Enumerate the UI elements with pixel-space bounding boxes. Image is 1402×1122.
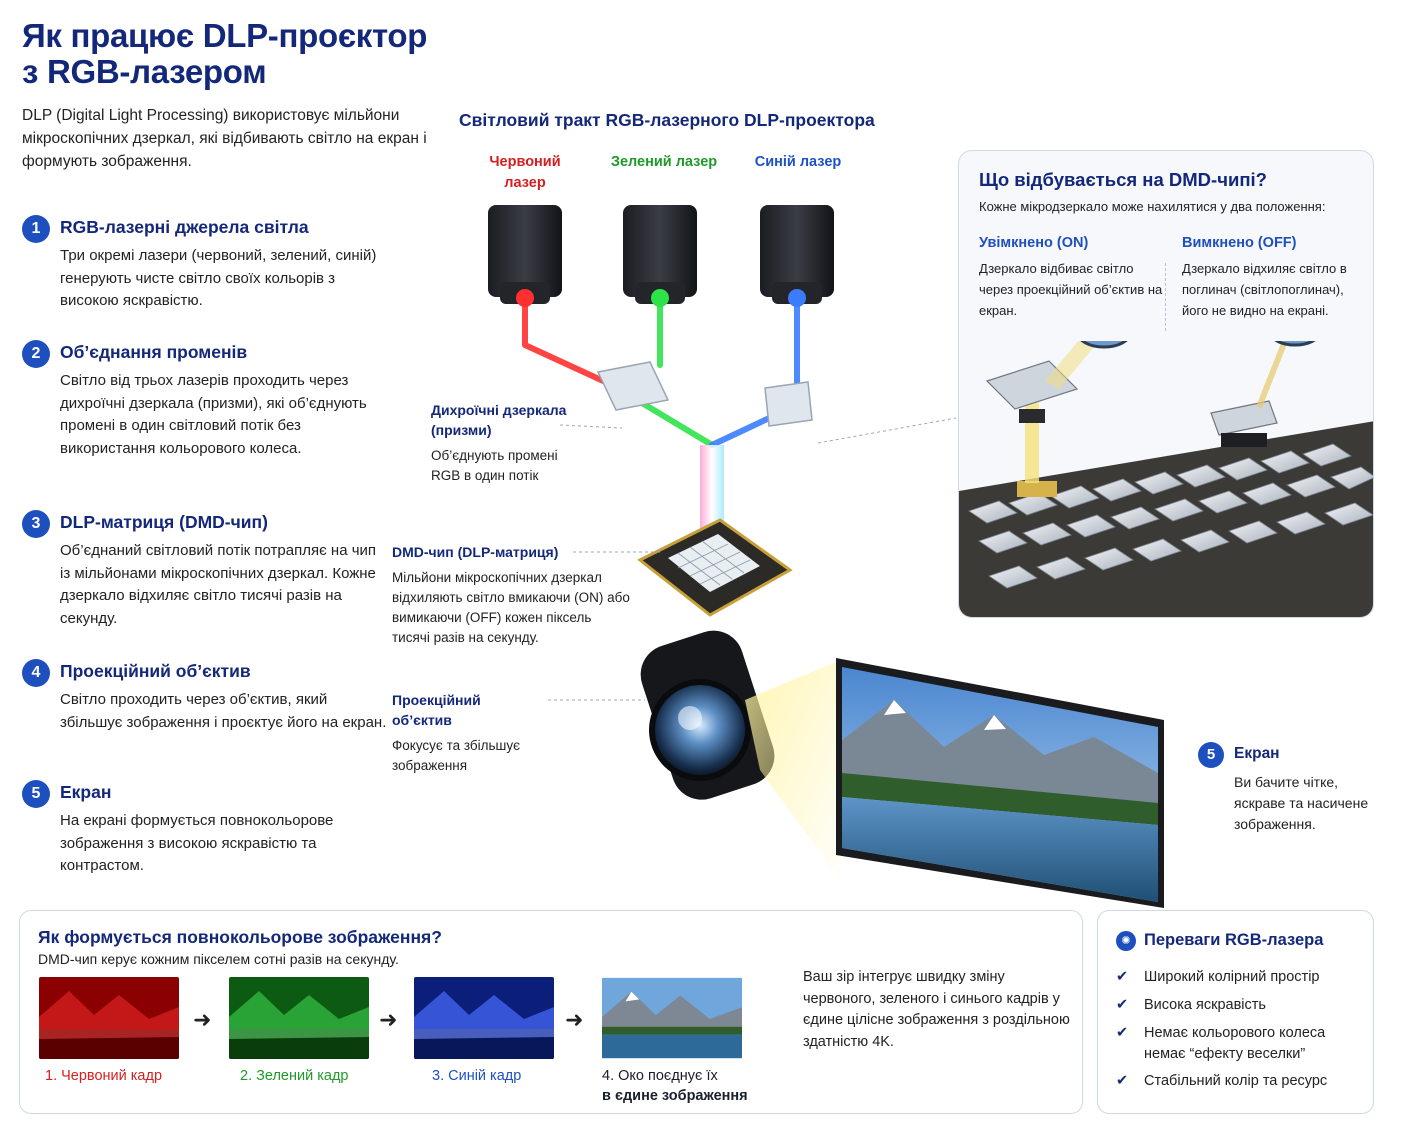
projected-light-cone [745,660,840,880]
step-body: На екрані формується повнокольорове зобр… [60,812,334,874]
callout-title: DMD-чип (DLP-матриця) [392,544,559,560]
advantage-text: Стабільний колір та ресурс [1144,1073,1328,1089]
arrow-right-icon: ➜ [565,1007,584,1032]
step-body: Світло проходить через об’єктив, який зб… [60,691,387,731]
callout-title: Дихроїчні дзеркала (призми) [431,402,567,438]
projection-screen [836,658,1164,908]
advantages-panel: ✺ Переваги RGB-лазера ✔ Широкий колірний п… [1097,910,1374,1114]
laser-label-blue: Синій лазер [754,154,842,170]
intro-text: DLP (Digital Light Processing) використо… [22,107,427,170]
callout-title: Екран [1234,745,1280,762]
title-line-2: з RGB-лазером [22,53,267,90]
checkmark-icon: ✔ [1116,1025,1129,1041]
advantage-text: Немає кольорового колеса немає “ефекту в… [1144,1025,1326,1062]
advantage-item: ✔ Широкий колірний простір [1116,967,1366,988]
dichroic-mirror-icon [596,361,813,427]
mirror-off-icon [1210,341,1316,447]
on-state-body: Дзеркало відбиває світло через проекційн… [979,261,1163,318]
dmd-chip-callout: DMD-чип (DLP-матриця) Мільйони мікроскоп… [392,542,632,648]
projection-lens-icon [640,630,775,800]
mirror-on-icon [985,341,1128,497]
title-line-1: Як працює DLP-проєктор [22,17,428,54]
step-title: DLP-матриця (DMD-чип) [60,512,268,532]
step-body: Три окремі лазери (червоний, зелений, си… [60,247,377,309]
step-title: RGB-лазерні джерела світла [60,217,309,237]
step-body: Світло від трьох лазерів проходить через… [60,372,367,457]
micromirror-array-illustration [959,341,1373,617]
leader-lines [548,417,957,701]
panel-title: ✺ Переваги RGB-лазера [1116,931,1323,951]
step-number-badge: 5 [1198,742,1224,768]
advantage-item: ✔ Немає кольорового колеса немає “ефекту … [1116,1023,1346,1065]
dmd-explainer-panel: Що відбувається на DMD-чипі? Кожне мікро… [958,150,1374,618]
step-number-badge: 4 [22,659,50,687]
diagram-title: Світловий тракт RGB-лазерного DLP-проект… [459,110,875,130]
laser-label-red: Червоний лазер [489,154,561,191]
step-title: Об’єднання променів [60,342,248,362]
green-laser-icon [623,205,697,307]
step-title: Екран [60,782,112,802]
advantage-item: ✔ Висока яскравість [1116,995,1366,1016]
arrow-right-icon: ➜ [193,1007,212,1032]
lens-callout: Проекційний об’єктив Фокусує та збільшує… [392,690,542,776]
frame-label-red: 1. Червоний кадр [45,1068,163,1084]
frame-label-line-1: 4. Око поєднує їх [602,1068,718,1084]
advantage-text: Висока яскравість [1144,997,1266,1013]
step-title: Проекційний об’єктив [60,661,251,681]
light-path-illustration [488,205,957,880]
panel-title-text: Переваги RGB-лазера [1144,931,1324,949]
callout-body: Фокусує та збільшує зображення [392,738,521,773]
dichroic-mirrors-callout: Дихроїчні дзеркала (призми) Об’єднують п… [431,400,601,486]
full-color-frame-image [602,977,742,1059]
green-frame-image [229,977,369,1059]
frame-label-blue: 3. Синій кадр [432,1068,522,1084]
advantage-item: ✔ Стабільний колір та ресурс [1116,1071,1366,1092]
blue-frame-image [414,977,554,1059]
checkmark-icon: ✔ [1116,997,1129,1013]
red-frame-image [39,977,179,1059]
frame-label-line-2: в єдине зображення [602,1088,748,1104]
callout-title: Проекційний об’єктив [392,692,481,728]
red-laser-icon [488,205,562,307]
step-number-badge: 3 [22,510,50,538]
panel-description: Ваш зір інтегрує швидку зміну червоного,… [803,969,1070,1050]
laser-badge-icon: ✺ [1116,931,1136,951]
arrow-right-icon: ➜ [379,1007,398,1032]
laser-label-green: Зелений лазер [610,154,718,170]
checkmark-icon: ✔ [1116,1073,1129,1089]
on-state-title: Увімкнено (ON) [979,235,1089,251]
panel-title: Що відбувається на DMD-чипі? [979,169,1267,190]
frame-label-combined: 4. Око поєднує їх в єдине зображення [602,1066,748,1106]
dmd-chip-icon [637,518,793,617]
callout-body: Об’єднують промені RGB в один потік [431,448,558,483]
blue-laser-icon [760,205,834,307]
step-body: Об’єднаний світловий потік потрапляє на … [60,542,377,627]
callout-body: Мільйони мікроскопічних дзеркал відхиляю… [392,570,630,645]
step-number-badge: 1 [22,215,50,243]
color-frames-panel: Як формується повнокольорове зображення?… [19,910,1083,1114]
panel-title: Як формується повнокольорове зображення? [38,927,442,947]
off-state-title: Вимкнено (OFF) [1182,235,1297,251]
frame-label-green: 2. Зелений кадр [240,1068,349,1084]
step-number-badge: 2 [22,340,50,368]
advantage-text: Широкий колірний простір [1144,969,1320,985]
step-number-badge: 5 [22,780,50,808]
off-state-body: Дзеркало відхиляє світло в поглинач (сві… [1182,261,1347,318]
page-title: Як працює DLP-проєктор з RGB-лазером [22,18,482,90]
checkmark-icon: ✔ [1116,969,1129,985]
callout-body: Ви бачите чітке, яскраве та насичене зоб… [1234,774,1369,832]
panel-subtitle: DMD-чип керує кожним пікселем сотні разі… [38,951,399,967]
divider [1165,263,1166,331]
panel-subtitle: Кожне мікродзеркало може нахилятися у дв… [979,199,1326,214]
